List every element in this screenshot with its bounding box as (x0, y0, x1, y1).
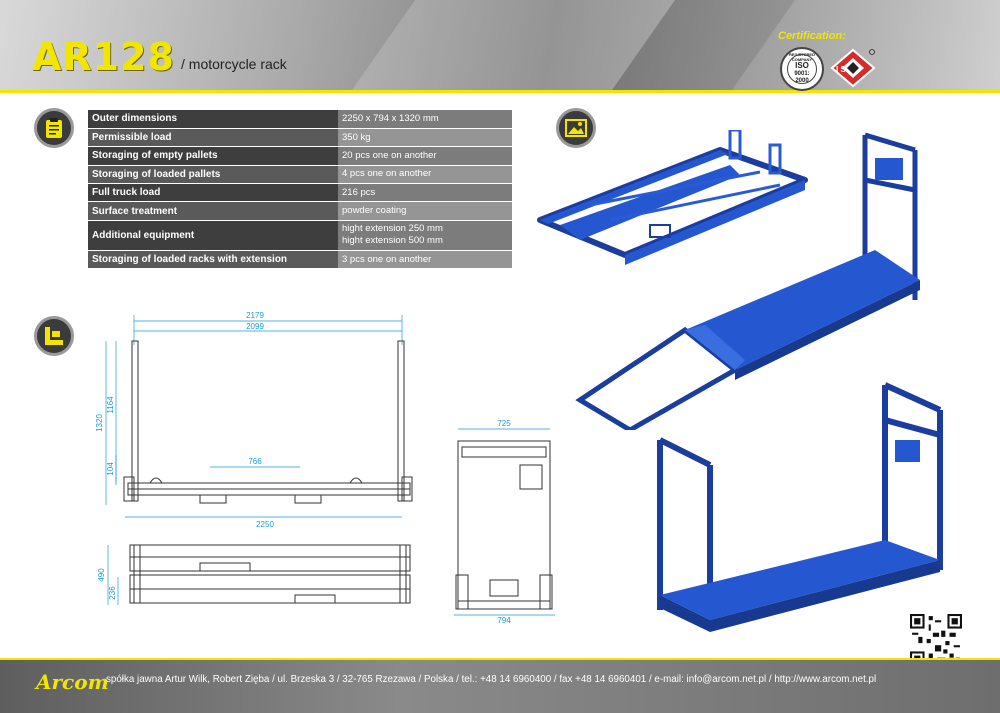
spec-value-line: 4 pcs one on another (342, 168, 432, 180)
front-view-drawing: 2179 2099 1320 1164 104 766 2250 (95, 311, 413, 529)
image-icon (556, 108, 596, 148)
spec-row: Permissible load 350 kg (88, 128, 512, 148)
rack-render-standing (657, 382, 943, 632)
product-title: AR128 / motorcycle rack (32, 38, 287, 76)
spec-row: Outer dimensions 2250 x 794 x 1320 mm (88, 110, 512, 129)
spec-label: Storaging of loaded pallets (88, 165, 338, 185)
certification-label: Certification: (778, 30, 846, 42)
spec-value-line: 350 kg (342, 131, 371, 143)
spec-label: Additional equipment (88, 220, 338, 251)
footer: Arcom spółka jawna Artur Wilk, Robert Zi… (0, 660, 1000, 713)
dimension-label: 725 (497, 419, 511, 428)
spec-label: Storaging of loaded racks with extension (88, 250, 338, 270)
dimension-label: 766 (248, 457, 262, 466)
spec-value: 350 kg (338, 128, 512, 148)
spec-row: Full truck load 216 pcs (88, 183, 512, 203)
spec-label: Storaging of empty pallets (88, 146, 338, 166)
product-subtitle: / motorcycle rack (181, 56, 287, 72)
iso-certification-seal-icon: REGISTERED COMPANY ISO 9001: 2000 (780, 47, 824, 91)
ids-certification-logo-icon: I S (830, 48, 876, 88)
footer-divider (0, 658, 1000, 660)
specification-table: Outer dimensions 2250 x 794 x 1320 mm Perm… (88, 110, 512, 270)
spec-label: Full truck load (88, 183, 338, 203)
header-divider (0, 90, 1000, 93)
spec-label: Surface treatment (88, 201, 338, 221)
side-view-drawing: 725 794 (454, 419, 555, 625)
header-banner (0, 0, 1000, 90)
dimension-label: 2099 (246, 322, 264, 331)
spec-label: Permissible load (88, 128, 338, 148)
spec-value: 4 pcs one on another (338, 165, 512, 185)
spec-row: Storaging of loaded pallets 4 pcs one on … (88, 165, 512, 185)
dimension-label: 2250 (256, 520, 274, 529)
spec-value-line: 3 pcs one on another (342, 253, 432, 265)
dimension-label: 104 (106, 462, 115, 476)
spec-value-line: hight extension 250 mm (342, 223, 443, 235)
spec-value-line: powder coating (342, 205, 407, 217)
svg-text:I S: I S (836, 65, 846, 74)
spec-row: Storaging of empty pallets 20 pcs one on … (88, 146, 512, 166)
company-address: spółka jawna Artur Wilk, Robert Zięba / … (106, 674, 877, 685)
dimension-label: 236 (108, 586, 117, 600)
spec-value-line: 2250 x 794 x 1320 mm (342, 112, 439, 124)
spec-value: 20 pcs one on another (338, 146, 512, 166)
spec-value: powder coating (338, 201, 512, 221)
spec-label: Outer dimensions (88, 110, 338, 129)
rack-render-ramp (575, 132, 920, 430)
spec-value: 216 pcs (338, 183, 512, 203)
spec-value-line: 20 pcs one on another (342, 149, 437, 161)
clipboard-icon (34, 108, 74, 148)
model-name: AR128 (32, 35, 175, 79)
dimension-label: 490 (97, 568, 106, 582)
spec-value: 3 pcs one on another (338, 250, 512, 270)
dimension-label: 1320 (95, 414, 104, 432)
dimension-label: 1164 (106, 396, 115, 414)
top-view-drawing: 490 236 (97, 544, 411, 605)
spec-value-line: 216 pcs (342, 186, 376, 198)
spec-value-line: hight extension 500 mm (342, 235, 443, 247)
spec-value: 2250 x 794 x 1320 mm (338, 110, 512, 129)
spec-row: Storaging of loaded racks with extension… (88, 250, 512, 270)
spec-row: Surface treatment powder coating (88, 201, 512, 221)
company-logo: Arcom (36, 670, 109, 694)
ruler-icon (34, 316, 74, 356)
dimension-label: 2179 (246, 311, 264, 320)
dimension-label: 794 (497, 616, 511, 625)
rack-render-flat (537, 130, 808, 265)
